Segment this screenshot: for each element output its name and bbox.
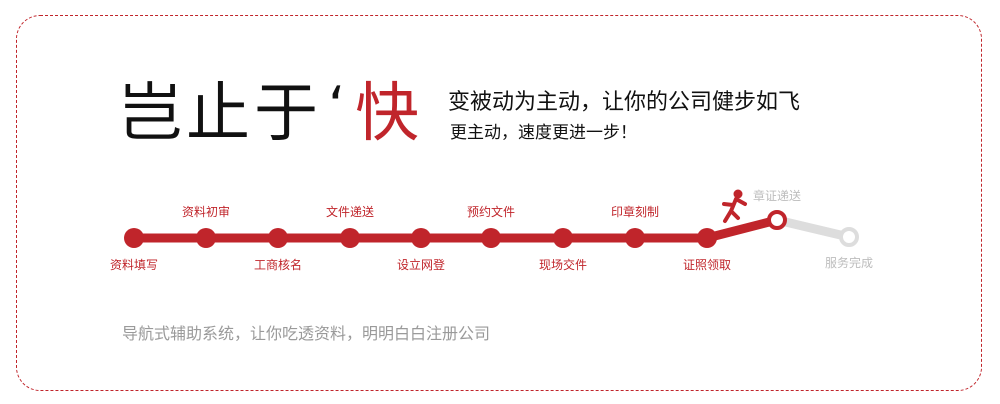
headline-quote-mark: ‘ <box>328 75 346 138</box>
headline: 岂止于 ‘ 快 <box>118 66 420 151</box>
timeline-segment <box>702 215 782 243</box>
running-man-icon <box>722 189 747 223</box>
slogan: 变被动为主动，让你的公司健步如飞 <box>448 90 801 115</box>
step-node <box>481 228 501 248</box>
step-node <box>340 228 360 248</box>
timeline-segment <box>772 215 854 242</box>
step-label: 资料填写 <box>110 258 158 272</box>
footer-note: 导航式辅助系统，让你吃透资料，明明白白注册公司 <box>122 324 491 343</box>
step-label: 章证递送 <box>753 188 801 203</box>
headline-red: 快 <box>355 77 420 151</box>
headline-black: 岂止于 <box>118 77 322 151</box>
step-node <box>268 228 288 248</box>
step-label: 资料初审 <box>182 204 230 219</box>
step-node <box>697 228 717 248</box>
step-label: 服务完成 <box>825 255 873 270</box>
step-label: 现场交件 <box>539 257 587 272</box>
step-node <box>124 228 144 248</box>
step-label: 设立网登 <box>397 257 445 272</box>
step-label: 证照领取 <box>683 258 731 272</box>
step-node <box>553 228 573 248</box>
step-node <box>625 228 645 248</box>
step-label: 预约文件 <box>467 204 515 219</box>
step-node <box>196 228 216 248</box>
step-label: 文件递送 <box>326 204 374 219</box>
step-node <box>767 210 787 230</box>
subslogan: 更主动，速度更进一步！ <box>450 123 637 143</box>
step-label: 工商核名 <box>254 257 302 272</box>
step-node <box>411 228 431 248</box>
step-node <box>839 227 859 247</box>
step-label: 印章刻制 <box>611 204 659 219</box>
dashed-frame <box>16 15 982 391</box>
